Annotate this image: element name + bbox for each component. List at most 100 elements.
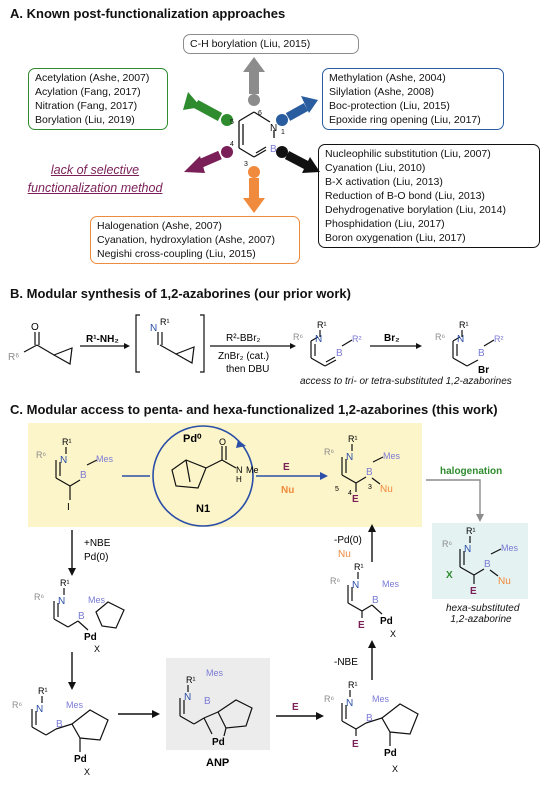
arrow-down-orange: [243, 178, 265, 213]
pd-intermediate-2: [31, 696, 109, 752]
atom-pd: Pd: [84, 632, 97, 643]
ring-number: 2: [281, 151, 285, 158]
atom-b: B: [366, 713, 373, 724]
arrowhead: [368, 640, 376, 648]
atom-i: I: [67, 502, 70, 513]
box-line: Acetylation (Ashe, 2007): [35, 72, 150, 84]
atom-r1: R¹: [160, 317, 170, 327]
atom-pd: Pd: [384, 748, 397, 759]
panel-b-title: B. Modular synthesis of 1,2-azaborines (…: [10, 286, 351, 301]
azaborine-product-2: [452, 330, 495, 367]
arrowhead: [68, 568, 76, 576]
n1-label: N1: [196, 503, 210, 515]
atom-e: E: [352, 494, 359, 505]
n1-dot: [276, 114, 288, 126]
atom-b: B: [372, 595, 379, 606]
atom-n: N: [236, 465, 243, 475]
atom-e: E: [470, 586, 477, 597]
ring-number: 1: [281, 129, 285, 136]
arrowhead: [320, 472, 328, 480]
pd-label: Pd(0): [84, 552, 108, 563]
atom-x: X: [390, 629, 396, 639]
ch-borylation-box: C-H borylation (Liu, 2015): [183, 34, 359, 54]
hexa-product-box: [432, 523, 528, 599]
hexa-caption-line-2: 1,2-azaborine: [450, 614, 512, 625]
box-line: Reduction of B-O bond (Liu, 2013): [325, 190, 485, 202]
arrowhead: [476, 514, 484, 522]
atom-b: B: [78, 611, 85, 622]
e-label: E: [292, 702, 299, 713]
atom-r1: R¹: [62, 437, 72, 447]
c3-dot: [248, 166, 260, 178]
panel-c-title: C. Modular access to penta- and hexa-fun…: [10, 402, 498, 417]
arrow-downright-black: [284, 151, 320, 173]
atom-n: N: [60, 455, 67, 466]
anp-box: [166, 658, 270, 750]
c5-dot: [221, 114, 233, 126]
halogenation-arrow: [426, 479, 481, 516]
arrow-upright-blue: [285, 96, 318, 121]
atom-br: Br: [478, 365, 489, 376]
atom-n: N: [457, 334, 464, 345]
box-line: Silylation (Ashe, 2008): [329, 86, 435, 98]
ring-number: 5: [230, 119, 234, 126]
reagent-bromine: Br₂: [384, 333, 400, 344]
catalytic-cycle-circle: [152, 425, 254, 527]
atom-mes: Mes: [206, 668, 224, 678]
atom-h: H: [236, 475, 242, 484]
atom-r6: R⁶: [324, 694, 334, 704]
reagent-dbu: then DBU: [226, 364, 269, 375]
atom-r1: R¹: [354, 562, 364, 572]
atom-r1: R¹: [348, 434, 358, 444]
minus-nbe-label: -NBE: [334, 657, 358, 668]
atom-b: B: [336, 348, 343, 359]
box-line: Methylation (Ashe, 2004): [329, 72, 446, 84]
atom-n: N: [346, 452, 353, 463]
c4-dot: [221, 146, 233, 158]
arrowhead: [316, 712, 324, 720]
atom-n: N: [315, 334, 322, 345]
atom-n: N: [150, 323, 157, 334]
cyclopropyl-ketone: [23, 332, 73, 365]
halogenation-label: halogenation: [440, 466, 502, 477]
yellow-highlight: [28, 423, 422, 527]
right-reactions-box: Methylation (Ashe, 2004) Silylation (Ash…: [322, 68, 504, 130]
hexa-caption: hexa-substituted 1,2-azaborine: [446, 603, 519, 625]
atom-r2: R²: [352, 334, 362, 344]
atom-n: N: [270, 123, 277, 134]
atom-r1: R¹: [348, 680, 358, 690]
ring-number: 4: [348, 490, 352, 497]
arrow-up-grey: [243, 57, 265, 94]
atom-o: O: [219, 437, 226, 447]
box-line: Borylation (Liu, 2019): [35, 114, 135, 126]
pd-intermediate-4: [341, 690, 419, 746]
c6-dot: [248, 94, 260, 106]
atom-mes: Mes: [88, 595, 106, 605]
n1-norbornene-amide: [171, 446, 237, 489]
atom-r6: R⁶: [293, 332, 303, 342]
atom-nu: Nu: [498, 576, 511, 587]
atom-b: B: [80, 470, 87, 481]
azaborine-product-1: [310, 330, 353, 367]
reagent-amine: R¹-NH₂: [86, 334, 119, 345]
ring-number: 4: [230, 141, 234, 148]
atom-r1: R¹: [186, 675, 196, 685]
atom-o: O: [31, 322, 39, 333]
box-line: Phosphidation (Liu, 2017): [325, 218, 445, 230]
arrowhead: [152, 710, 160, 718]
nu-label: Nu: [281, 485, 294, 496]
atom-r6: R⁶: [8, 352, 19, 363]
hexa-azaborine: [459, 536, 502, 584]
lack-line-1: lack of selective: [50, 163, 140, 177]
atom-mes: Mes: [383, 451, 401, 461]
atom-n: N: [184, 692, 191, 703]
box-line: Cyanation (Liu, 2010): [325, 162, 426, 174]
arrow-downleft-purple: [184, 150, 222, 173]
atom-n: N: [36, 704, 43, 715]
atom-n: N: [464, 544, 471, 555]
atom-e: E: [352, 739, 359, 750]
arrowhead: [416, 343, 422, 349]
atom-r1: R¹: [60, 578, 70, 588]
atom-n: N: [58, 596, 65, 607]
